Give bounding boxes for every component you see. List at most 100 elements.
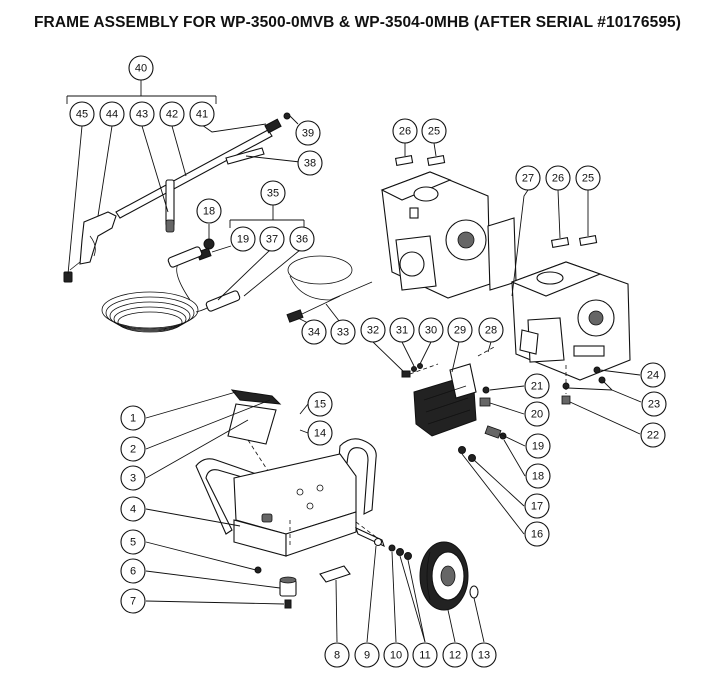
callout-38: 38	[297, 150, 323, 176]
leader-lines	[66, 80, 642, 643]
callout-45: 45	[69, 101, 95, 127]
callout-circle	[189, 101, 215, 127]
callout-circle	[515, 165, 541, 191]
callout-label: 18	[203, 206, 215, 218]
callout-18-1: 18	[196, 198, 222, 224]
callout-label: 40	[135, 63, 147, 75]
callout-circle	[324, 642, 350, 668]
callout-circle	[120, 465, 146, 491]
callout-circle	[524, 521, 550, 547]
callout-circle	[418, 317, 444, 343]
callout-circle	[525, 433, 551, 459]
callout-6: 6	[120, 558, 146, 584]
callout-24: 24	[640, 362, 666, 388]
callout-44: 44	[99, 101, 125, 127]
callout-label: 26	[399, 126, 411, 138]
callout-19-2: 19	[525, 433, 551, 459]
callout-circle	[524, 373, 550, 399]
callout-label: 36	[296, 234, 308, 246]
diagram-title: FRAME ASSEMBLY FOR WP-3500-0MVB & WP-350…	[33, 14, 682, 31]
callout-circle	[196, 198, 222, 224]
callout-26-2: 26	[545, 165, 571, 191]
callout-43: 43	[129, 101, 155, 127]
callout-label: 20	[531, 409, 543, 421]
callout-label: 35	[267, 188, 279, 200]
callout-30: 30	[418, 317, 444, 343]
callout-5: 5	[120, 529, 146, 555]
callout-10: 10	[383, 642, 409, 668]
callout-label: 4	[130, 504, 136, 516]
callout-11: 11	[412, 642, 438, 668]
callout-circle	[392, 118, 418, 144]
callout-label: 30	[425, 325, 437, 337]
callout-39: 39	[295, 120, 321, 146]
callout-label: 37	[266, 234, 278, 246]
callout-label: 2	[130, 444, 136, 456]
callout-13: 13	[471, 642, 497, 668]
callout-label: 45	[76, 109, 88, 121]
callout-label: 34	[308, 327, 320, 339]
callout-25-2: 25	[575, 165, 601, 191]
callout-label: 41	[196, 109, 208, 121]
callout-circle	[442, 642, 468, 668]
frame-drawing	[195, 438, 381, 557]
callout-26-1: 26	[392, 118, 418, 144]
callout-circle	[120, 436, 146, 462]
handle-grip-drawing	[227, 389, 282, 475]
callout-label: 11	[419, 650, 430, 662]
callout-label: 32	[367, 325, 379, 337]
callout-40: 40	[128, 55, 154, 81]
callout-label: 8	[334, 650, 340, 662]
callout-circle	[447, 317, 473, 343]
callout-label: 16	[531, 529, 543, 541]
callout-circle	[525, 463, 551, 489]
callout-circle	[354, 642, 380, 668]
callout-circle	[383, 642, 409, 668]
callout-label: 12	[449, 650, 461, 662]
callout-25-1: 25	[421, 118, 447, 144]
callout-circle	[412, 642, 438, 668]
callout-label: 5	[130, 537, 136, 549]
callout-circle	[259, 226, 285, 252]
callout-label: 18	[532, 471, 544, 483]
callout-21: 21	[524, 373, 550, 399]
callout-28: 28	[478, 317, 504, 343]
callout-circle	[69, 101, 95, 127]
callout-circle	[640, 362, 666, 388]
callout-label: 26	[552, 173, 564, 185]
callout-7: 7	[120, 588, 146, 614]
callout-circle	[129, 101, 155, 127]
nozzle-card-drawing	[225, 147, 265, 165]
callout-label: 25	[582, 173, 594, 185]
callout-label: 28	[485, 325, 497, 337]
callout-circle	[641, 391, 667, 417]
callout-circle	[120, 588, 146, 614]
callout-label: 9	[364, 650, 370, 662]
callout-circle	[307, 420, 333, 446]
callout-circle	[360, 317, 386, 343]
callout-label: 29	[454, 325, 466, 337]
callout-label: 31	[396, 325, 408, 337]
callout-2: 2	[120, 436, 146, 462]
callout-label: 42	[166, 109, 178, 121]
callout-circle	[120, 558, 146, 584]
callout-circle	[120, 496, 146, 522]
callout-15: 15	[307, 391, 333, 417]
callout-label: 38	[304, 158, 316, 170]
callout-circle	[301, 319, 327, 345]
callout-label: 15	[314, 399, 326, 411]
callout-33: 33	[330, 319, 356, 345]
callout-circle	[230, 226, 256, 252]
callout-label: 25	[428, 126, 440, 138]
callout-label: 43	[136, 109, 148, 121]
callout-14: 14	[307, 420, 333, 446]
callout-12: 12	[442, 642, 468, 668]
callout-9: 9	[354, 642, 380, 668]
callout-32: 32	[360, 317, 386, 343]
callout-label: 23	[648, 399, 660, 411]
callout-circle	[389, 317, 415, 343]
callout-8: 8	[324, 642, 350, 668]
callout-36: 36	[289, 226, 315, 252]
